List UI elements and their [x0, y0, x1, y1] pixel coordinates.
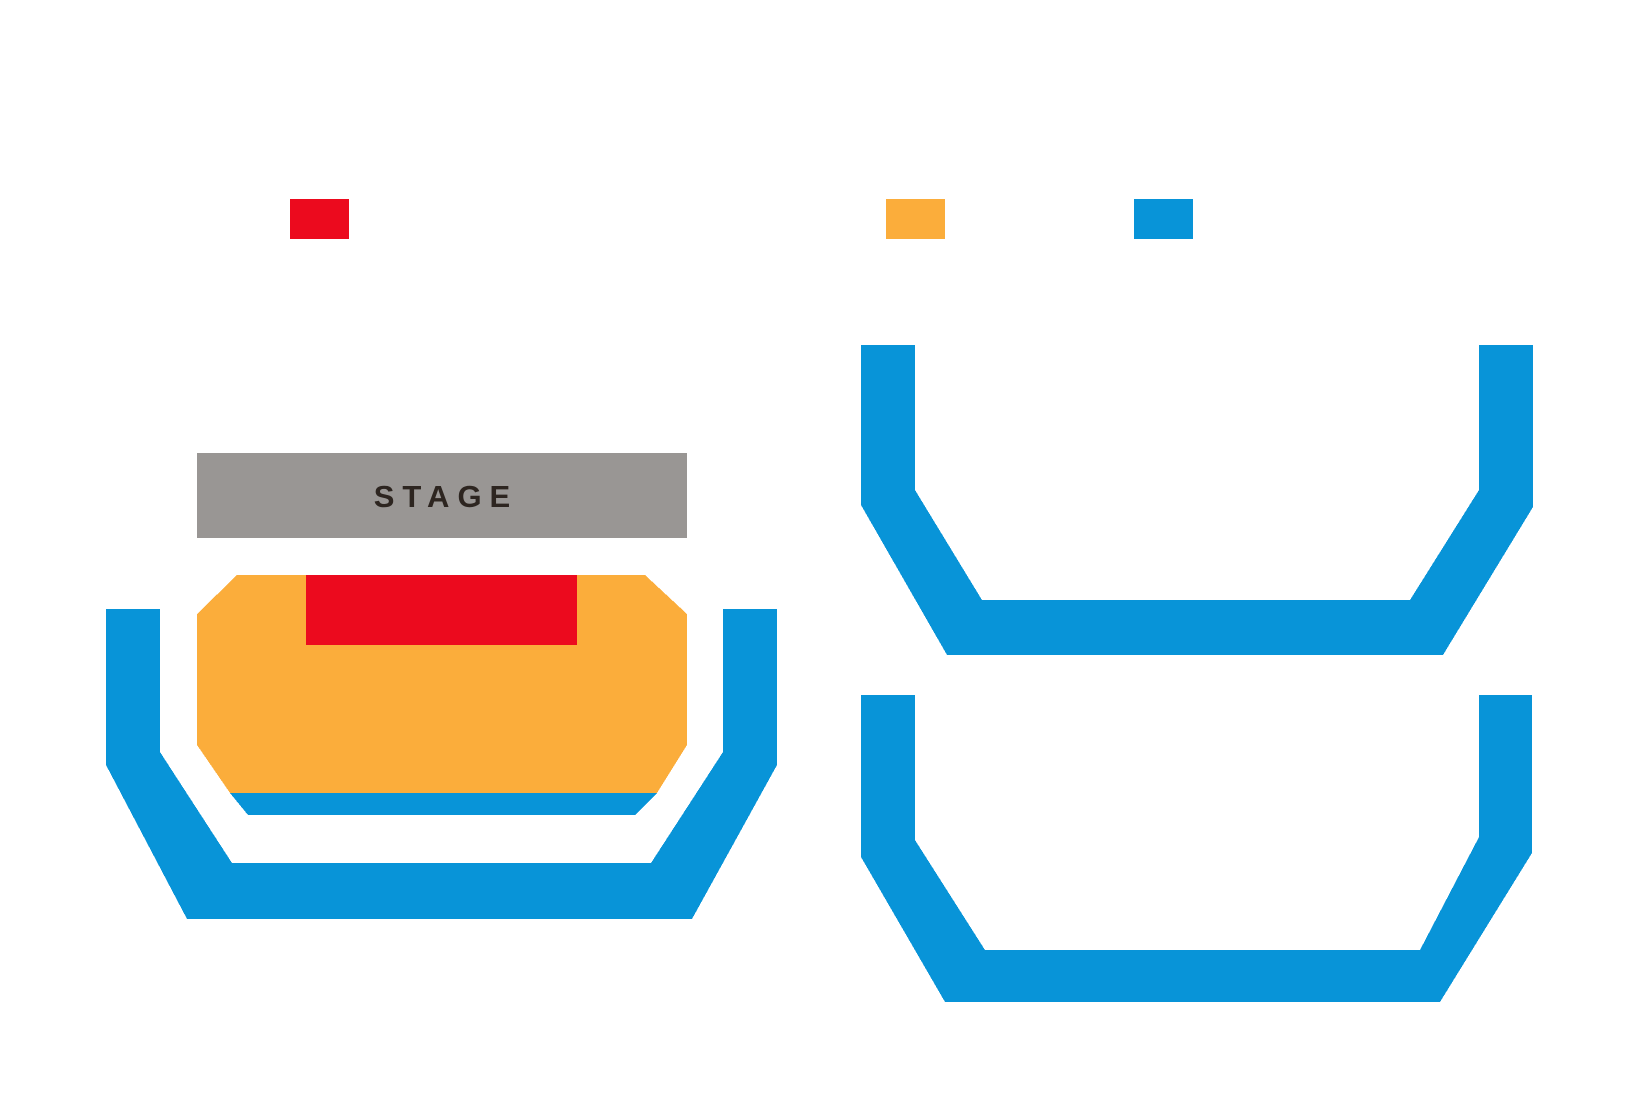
stage — [197, 453, 687, 538]
section-right-top-bowl-band-blue[interactable] — [861, 345, 1533, 655]
legend-swatch-blue-icon — [1134, 199, 1193, 239]
legend-swatch-orange-icon — [886, 199, 945, 239]
section-right-bottom-bowl-band-blue[interactable] — [861, 695, 1532, 1002]
section-left-bowl-band-blue[interactable] — [106, 609, 777, 919]
section-floor-rear-strip-blue[interactable] — [230, 793, 657, 815]
legend-swatch-red-icon — [290, 199, 349, 239]
section-floor-front-red[interactable] — [306, 575, 577, 645]
stage-label: STAGE — [374, 479, 519, 514]
